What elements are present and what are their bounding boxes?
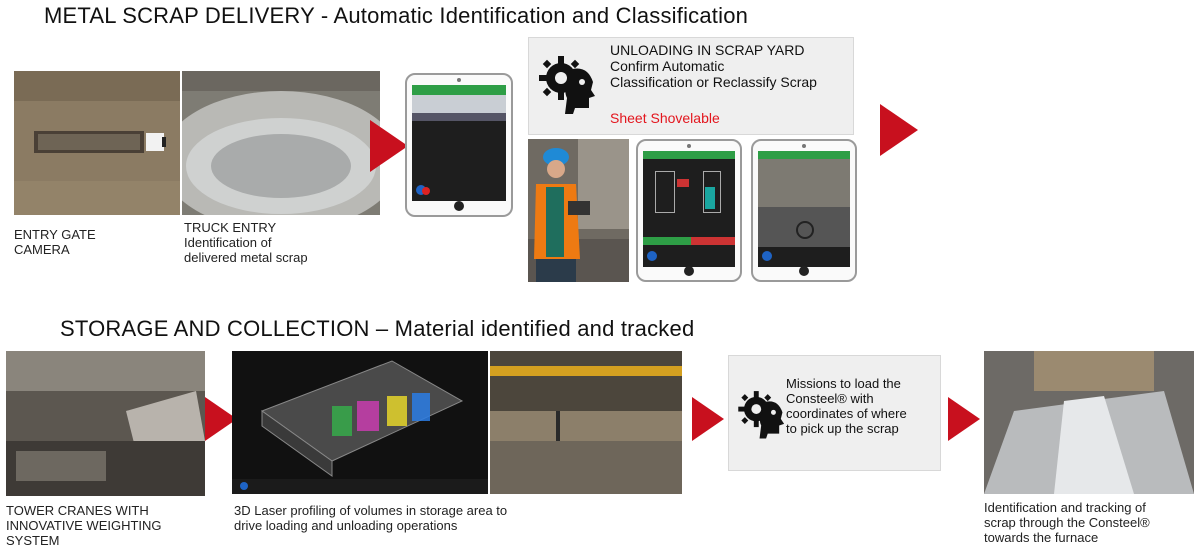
scrap-conveyor-photo <box>984 351 1194 494</box>
section1-title: METAL SCRAP DELIVERY - Automatic Identif… <box>44 3 749 28</box>
tracking-caption-line1: Identification and tracking of <box>984 500 1146 515</box>
flow-arrow-3 <box>205 397 237 441</box>
worker-with-tablet-photo <box>528 139 629 282</box>
unloading-line3: Classification or Reclassify Scrap <box>610 74 817 90</box>
tower-cranes-caption-line1: TOWER CRANES WITH <box>6 503 149 518</box>
unloading-title: UNLOADING IN SCRAP YARD <box>610 42 805 58</box>
laser-caption-line2: drive loading and unloading operations <box>234 518 458 533</box>
truck-entry-caption: TRUCK ENTRY Identification of delivered … <box>184 220 308 265</box>
gear-head-icon <box>535 52 601 116</box>
block-icon <box>796 221 814 239</box>
flow-arrow-4 <box>692 397 724 441</box>
missions-line4: to pick up the scrap <box>786 421 899 436</box>
entry-gate-caption-line1: ENTRY GATE <box>14 227 96 242</box>
missions-line1: Missions to load the <box>786 376 901 391</box>
entry-gate-caption: ENTRY GATE CAMERA <box>14 227 96 257</box>
truck-entry-photo <box>182 71 380 215</box>
tower-cranes-caption: TOWER CRANES WITH INNOVATIVE WEIGHTING S… <box>6 503 162 548</box>
tower-cranes-photo <box>6 351 205 496</box>
tablet-app-screen-1 <box>405 73 513 217</box>
truck-entry-caption-line1: TRUCK ENTRY <box>184 220 277 235</box>
entry-gate-caption-line2: CAMERA <box>14 242 70 257</box>
unloading-panel: UNLOADING IN SCRAP YARD Confirm Automati… <box>528 37 854 135</box>
flow-arrow-5 <box>948 397 980 441</box>
flow-arrow-2 <box>880 104 918 156</box>
tablet-app-screen-3 <box>751 139 857 282</box>
tablet-app-screen-2 <box>636 139 742 282</box>
truck-entry-caption-line2: Identification of <box>184 235 272 250</box>
entry-gate-camera-photo <box>14 71 180 215</box>
storage-hall-photo <box>490 351 682 494</box>
missions-line2: Consteel® with <box>786 391 874 406</box>
tracking-caption-line2: scrap through the Consteel® <box>984 515 1150 530</box>
tracking-caption: Identification and tracking of scrap thr… <box>984 500 1150 545</box>
section2-title: STORAGE AND COLLECTION – Material identi… <box>60 316 695 341</box>
laser-profiling-screen <box>232 351 488 494</box>
missions-line3: coordinates of where <box>786 406 907 421</box>
truck-entry-caption-line3: delivered metal scrap <box>184 250 308 265</box>
unloading-line2: Confirm Automatic <box>610 58 725 74</box>
gear-head-icon-2 <box>735 386 789 442</box>
classification-label: Sheet Shovelable <box>610 110 720 126</box>
flow-arrow-1 <box>370 120 408 172</box>
missions-panel: Missions to load the Consteel® with coor… <box>728 355 941 471</box>
laser-caption-line1: 3D Laser profiling of volumes in storage… <box>234 503 508 518</box>
tracking-caption-line3: towards the furnace <box>984 530 1099 545</box>
laser-caption: 3D Laser profiling of volumes in storage… <box>234 503 507 533</box>
tower-cranes-caption-line2: INNOVATIVE WEIGHTING <box>6 518 162 533</box>
tower-cranes-caption-line3: SYSTEM <box>6 533 60 548</box>
